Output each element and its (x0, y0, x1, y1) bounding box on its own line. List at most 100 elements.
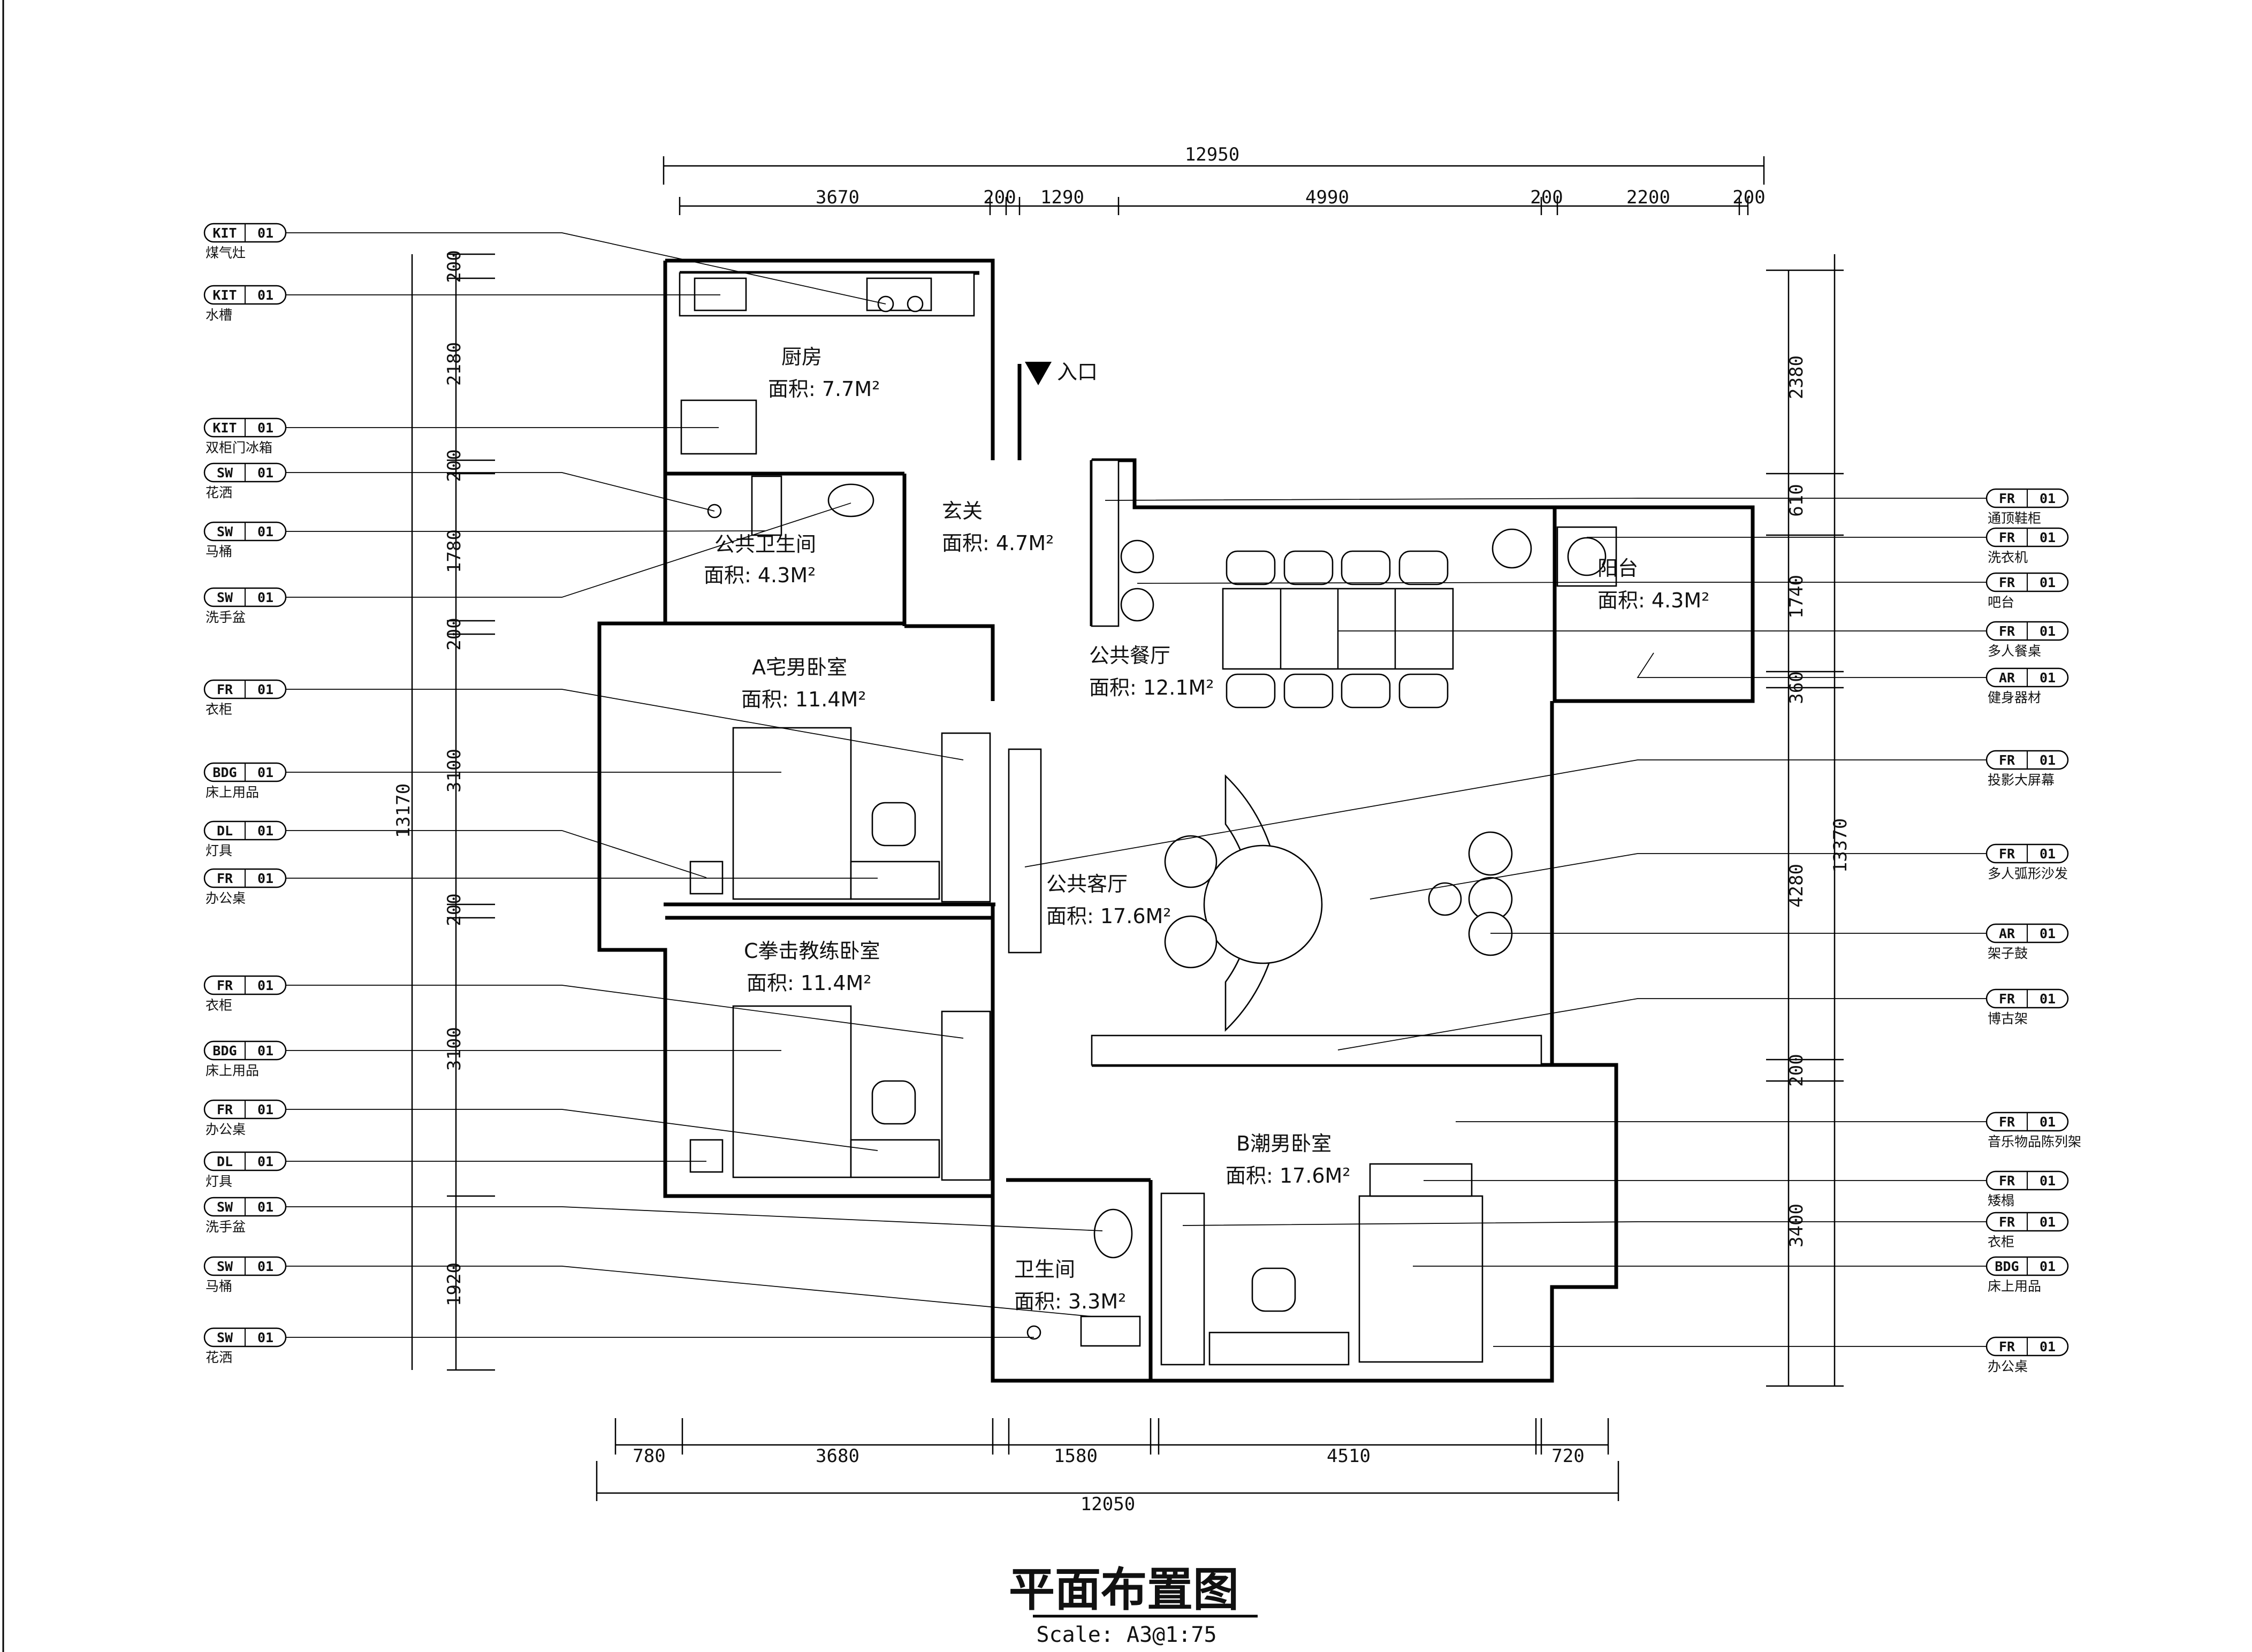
tag-label: 床上用品 (206, 1063, 259, 1078)
tag-number: 01 (2040, 623, 2056, 639)
room-area: 面积: 11.4M² (747, 971, 872, 995)
tag-label: 衣柜 (1988, 1234, 2014, 1250)
tag-code: FR (1999, 530, 2015, 545)
tag-label: 洗手盆 (206, 1219, 246, 1235)
room-name: C拳击教练卧室 (744, 939, 880, 963)
bar-stool (1120, 588, 1154, 622)
leader-line (286, 689, 964, 760)
room-name: 卫生间 (1014, 1258, 1075, 1281)
basin-b (1093, 1208, 1133, 1259)
tag-code: FR (1999, 1339, 2015, 1354)
leader-line (286, 1109, 878, 1151)
tag-label: 马桶 (206, 544, 232, 559)
dim-label: 3680 (816, 1445, 859, 1467)
top-total-dim: 12950 (1185, 144, 1239, 165)
room-area: 面积: 17.6M² (1046, 904, 1171, 928)
dim-label: 200 (983, 187, 1016, 208)
tag-label: 博古架 (1988, 1011, 2028, 1026)
drum-kit (1468, 831, 1513, 876)
tag-number: 01 (257, 287, 273, 303)
projection-screen (1008, 748, 1042, 954)
tag-code: SW (217, 465, 233, 481)
tag-label: 音乐物品陈列架 (1988, 1134, 2081, 1149)
shower-b (1026, 1325, 1041, 1340)
dim-label: 1920 (444, 1262, 465, 1306)
tag-code: KIT (212, 287, 237, 303)
dim-label: 2380 (1786, 355, 1807, 399)
dim-label: 360 (1786, 671, 1807, 704)
leader-line (286, 1206, 1103, 1231)
dim-label: 1290 (1040, 187, 1084, 208)
tag-label: 多人餐桌 (1988, 643, 2041, 659)
dim-label: 3400 (1786, 1204, 1807, 1247)
toilet-b (1080, 1315, 1141, 1347)
dim-label: 3100 (444, 749, 465, 793)
tag-label: 床上用品 (1988, 1278, 2041, 1294)
tag-label: 灯具 (206, 1174, 232, 1189)
tag-code: FR (217, 1102, 233, 1117)
tag-label: 投影大屏幕 (1988, 772, 2055, 788)
fridge (680, 399, 757, 455)
room-name: 公共餐厅 (1089, 644, 1170, 667)
room-area: 面积: 12.1M² (1089, 676, 1214, 699)
tag-number: 01 (2040, 1114, 2056, 1130)
tag-number: 01 (2040, 991, 2056, 1007)
tag-number: 01 (257, 524, 273, 539)
tag-code: BDG (212, 765, 237, 780)
leader-line (286, 830, 707, 878)
top-segment-dims: 3670 200 1290 4990 200 2200 200 (816, 187, 1766, 208)
leader-line (286, 232, 886, 304)
wardrobe-c (941, 1010, 991, 1181)
drawing-scale: Scale: A3@1:75 (1036, 1623, 1216, 1647)
tag-label: 吧台 (1988, 595, 2014, 610)
dim-label: 200 (444, 250, 465, 283)
dim-label: 200 (1732, 187, 1765, 208)
room-labels: 厨房 面积: 7.7M² 玄关 面积: 4.7M² 公共卫生间 面积: 4.3M… (704, 345, 1709, 1313)
room-area: 面积: 17.6M² (1226, 1164, 1351, 1187)
dim-label: 2180 (444, 342, 465, 386)
leader-line (286, 985, 964, 1039)
dim-label: 200 (444, 449, 465, 482)
tag-number: 01 (2040, 752, 2056, 768)
tag-label: 洗手盆 (206, 610, 246, 625)
room-name: 公共卫生间 (714, 532, 816, 556)
leader-line (1137, 582, 1987, 584)
tag-fr: FR 01 多人餐桌 (1338, 621, 2069, 659)
tag-code: SW (217, 590, 233, 605)
tag-number: 01 (2040, 846, 2056, 862)
tag-number: 01 (257, 1102, 273, 1117)
dim-label: 1740 (1786, 575, 1807, 619)
drawing-title: 平面布置图 (1009, 1563, 1239, 1617)
tag-label: 办公桌 (206, 890, 246, 906)
daybed (1369, 1163, 1473, 1197)
desk-a (850, 861, 940, 900)
tag-fr: FR 01 办公桌 (203, 1099, 878, 1151)
tag-code: FR (1999, 752, 2015, 768)
bed-b (1358, 1195, 1483, 1363)
tag-number: 01 (2040, 926, 2056, 941)
tag-label: 洗衣机 (1988, 550, 2028, 565)
room-name: 阳台 (1597, 557, 1638, 580)
tag-code: FR (1999, 623, 2015, 639)
room-name: 厨房 (781, 345, 822, 369)
tag-number: 01 (257, 1199, 273, 1215)
tag-label: 办公桌 (206, 1122, 246, 1137)
desk-b (1208, 1331, 1350, 1366)
tag-code: FR (217, 871, 233, 886)
